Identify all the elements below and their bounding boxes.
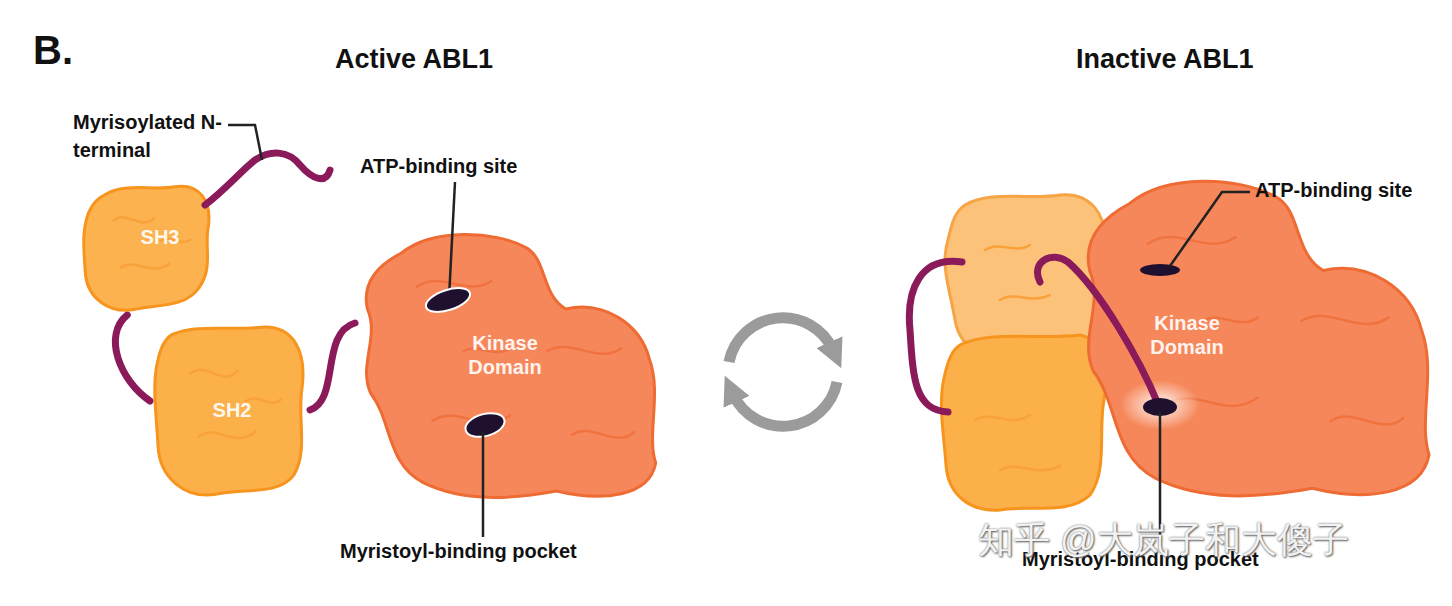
callout-label: ATP-binding site bbox=[1255, 179, 1412, 202]
panel-heading: Inactive ABL1 bbox=[1076, 44, 1254, 75]
cycle-arrow bbox=[733, 382, 837, 426]
domain-label: SH3 bbox=[130, 225, 190, 249]
domain-shape bbox=[1075, 170, 1440, 505]
cycle-arrow bbox=[729, 318, 833, 362]
domain-label: Kinase Domain bbox=[1142, 311, 1232, 359]
panel-heading: Active ABL1 bbox=[335, 44, 493, 75]
watermark: 知乎 @大岚子和大傻子 bbox=[978, 516, 1349, 565]
domain-label: SH2 bbox=[202, 398, 262, 422]
myristoyl-tail bbox=[205, 153, 330, 205]
linker-line bbox=[115, 315, 150, 401]
domain-blob: Kinase Domain bbox=[355, 225, 665, 505]
sh3-blob-inactive bbox=[945, 195, 1105, 362]
linker-line bbox=[909, 261, 962, 412]
callout-label: Myristoyl-binding pocket bbox=[340, 540, 577, 563]
domain-blob: Kinase Domain bbox=[1075, 170, 1440, 505]
callout-label: Myrisoylated N-terminal bbox=[73, 108, 223, 164]
domain-blob: SH3 bbox=[80, 180, 215, 315]
callout-label: ATP-binding site bbox=[360, 155, 517, 178]
domain-label: Kinase Domain bbox=[460, 331, 550, 379]
linker-line bbox=[310, 323, 355, 410]
sh2-blob-inactive bbox=[941, 335, 1106, 510]
panel-letter: B. bbox=[33, 28, 73, 73]
texture bbox=[975, 245, 1060, 470]
leader-line bbox=[228, 125, 262, 160]
domain-blob: SH2 bbox=[150, 320, 310, 500]
